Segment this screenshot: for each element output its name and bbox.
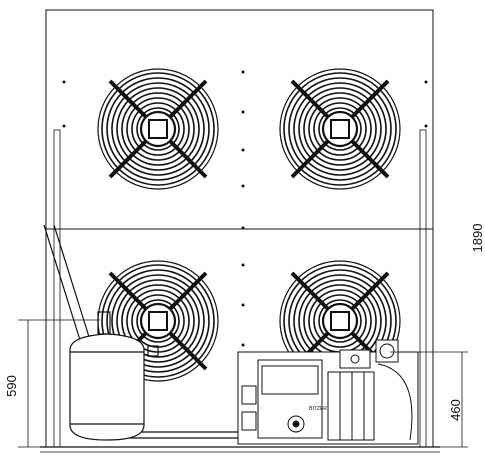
compressor-brand-label: BITZER [309,406,327,412]
fan-top-left [96,67,220,191]
dimension-460-label: 460 [448,399,463,421]
dimension-460 [390,351,468,448]
dimension-590 [18,319,100,448]
compressor-assembly [237,339,419,445]
left-side-rail [53,129,61,448]
fan-top-right [278,67,402,191]
mounting-dots [62,70,428,347]
liquid-receiver [69,333,159,441]
dimension-590-label: 590 [4,375,19,397]
right-side-rail [419,129,427,448]
dimension-1890-label: 1890 [470,224,485,253]
